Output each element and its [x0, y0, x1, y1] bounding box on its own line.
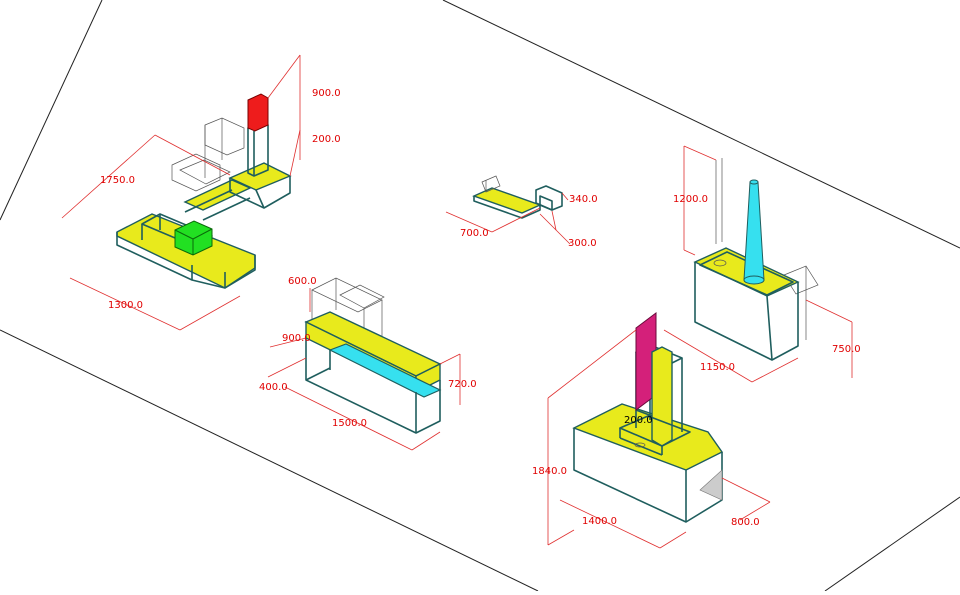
dim-1150: 1150.0: [700, 362, 735, 373]
station-4[interactable]: 1200.0 1150.0 750.0: [663, 145, 861, 383]
dim-1840: 1840.0: [532, 466, 567, 477]
dim-750: 750.0: [832, 344, 861, 355]
station-4-chimney: [743, 181, 765, 281]
station-3-dimension-lines: [267, 288, 461, 451]
dim-200: 200.0: [312, 134, 341, 145]
station-1-green-block: [174, 220, 213, 256]
station-3-ghost-frames: [311, 277, 385, 340]
station-5-yellow-column: [651, 346, 673, 447]
station-4-dimension-lines: [663, 145, 853, 383]
station-5[interactable]: 200.0 1840.0 1400.0 800.0: [532, 312, 771, 549]
dim-800: 800.0: [731, 517, 760, 528]
station-1-dimension-lines: [61, 54, 301, 331]
station-1[interactable]: 900.0 200.0 1750.0 1300.0: [61, 54, 341, 331]
dim-720: 720.0: [448, 379, 477, 390]
station-5-dimension-lines: [547, 329, 771, 549]
station-1-ghost-frames: [171, 117, 245, 192]
station-2-dimension-lines: [445, 192, 571, 245]
dim-900-mid: 900.0: [282, 333, 311, 344]
station-2[interactable]: 340.0 700.0 300.0: [445, 175, 598, 249]
station-1-walkway: [183, 179, 252, 211]
station-3[interactable]: 600.0 900.0 400.0 720.0 1500.0: [259, 276, 477, 451]
dim-1750: 1750.0: [100, 175, 135, 186]
dim-400: 400.0: [259, 382, 288, 393]
dim-1400: 1400.0: [582, 516, 617, 527]
station-5-plate: [572, 403, 724, 471]
station-1-red-block: [247, 93, 269, 132]
dim-340: 340.0: [569, 194, 598, 205]
dim-200-bottom: 200.0: [624, 415, 653, 426]
station-2-plate: [472, 187, 542, 214]
dim-1500: 1500.0: [332, 418, 367, 429]
dim-900-top: 900.0: [312, 88, 341, 99]
station-4-ghost-frames: [715, 158, 819, 340]
dim-300: 300.0: [568, 238, 597, 249]
dim-1200: 1200.0: [673, 194, 708, 205]
dim-1300: 1300.0: [108, 300, 143, 311]
dim-700: 700.0: [460, 228, 489, 239]
dim-600: 600.0: [288, 276, 317, 287]
